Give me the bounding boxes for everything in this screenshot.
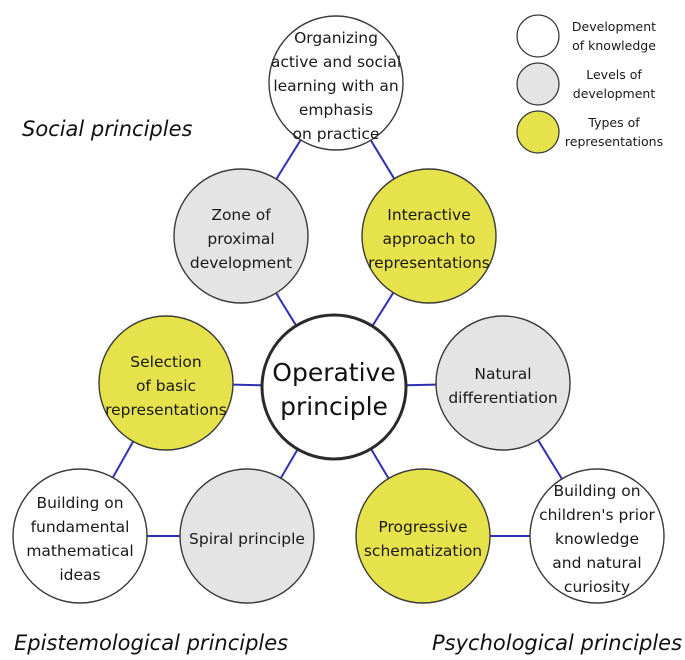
node-progressive: Progressive schematization <box>355 468 491 604</box>
node-circle <box>268 15 404 151</box>
node-label-line: on practice <box>293 125 380 143</box>
center-label-line: principle <box>280 392 388 421</box>
node-label: Organizing active and social learning with… <box>271 29 401 143</box>
node-circle <box>361 168 497 304</box>
node-zone: Zone of proximal development <box>173 168 309 304</box>
section-label-social: Social principles <box>22 117 193 141</box>
center-label-line: Operative <box>272 358 395 387</box>
node-label-line: Building on <box>36 494 123 512</box>
node-label: Spiral principle <box>189 530 305 548</box>
node-label-line: active and social <box>271 53 401 71</box>
node-label: Interactive approach to representations <box>368 206 490 272</box>
node-label-line: Spiral principle <box>189 530 305 548</box>
section-label-psychological: Psychological principles <box>432 631 682 655</box>
section-label-epistemological: Epistemological principles <box>14 631 288 655</box>
legend-label-line: of knowledge <box>572 38 656 53</box>
node-label: Natural differentiation <box>448 365 557 407</box>
node-label-line: emphasis <box>299 101 373 119</box>
connector-natural_diff-building_children <box>537 439 563 480</box>
node-label-line: of basic <box>136 377 196 395</box>
legend-label-line: Levels of <box>586 67 642 82</box>
center-label: Operative principle <box>272 358 395 421</box>
connector-zone-center <box>275 292 298 327</box>
legend-item-knowledge: Development of knowledge <box>516 14 656 58</box>
node-label-line: learning with an <box>273 77 398 95</box>
node-interactive: Interactive approach to representations <box>361 168 497 304</box>
node-label-line: mathematical <box>26 542 133 560</box>
node-selection: Selection of basic representations <box>98 315 234 451</box>
legend-item-levels: Levels of development <box>516 62 656 106</box>
node-label-line: schematization <box>364 542 482 560</box>
center-circle <box>260 313 408 461</box>
node-label-line: representations <box>105 401 227 419</box>
node-circle <box>529 468 665 604</box>
node-label: Building on children's prior knowledge and … <box>539 482 655 596</box>
node-label-line: Interactive <box>387 206 471 224</box>
legend-label: Levels of development <box>573 67 656 101</box>
node-label-line: Zone of <box>211 206 271 224</box>
connector-organizing-zone <box>275 139 302 180</box>
node-label: Zone of proximal development <box>190 206 292 272</box>
node-label-line: representations <box>368 254 490 272</box>
node-label-line: Organizing <box>294 29 378 47</box>
principle-nodes: Organizing active and social learning with… <box>12 15 665 604</box>
node-label-line: and natural <box>552 554 642 572</box>
connector-spiral-center <box>279 448 299 479</box>
connector-natural_diff-center <box>405 383 437 387</box>
node-circle <box>435 315 571 451</box>
node-natural-diff: Natural differentiation <box>435 315 571 451</box>
legend-item-representations: Types of representations <box>516 110 663 154</box>
node-label-line: Selection <box>130 353 201 371</box>
legend-label: Development of knowledge <box>572 19 656 53</box>
node-label-line: development <box>190 254 292 272</box>
legend-label: Types of representations <box>565 115 663 149</box>
legend-swatch <box>516 14 560 58</box>
legend-label-line: Development <box>572 19 656 34</box>
legend-label-line: Types of <box>587 115 640 130</box>
node-circle <box>355 468 491 604</box>
connector-organizing-interactive <box>369 139 396 180</box>
legend-swatch <box>516 110 560 154</box>
node-label-line: knowledge <box>555 530 639 548</box>
node-label-line: curiosity <box>564 578 630 596</box>
node-label-line: differentiation <box>448 389 557 407</box>
legend-label-line: representations <box>565 134 663 149</box>
node-building-math: Building on fundamental mathematical ideas <box>12 468 148 604</box>
node-circle <box>12 468 148 604</box>
node-label: Building on fundamental mathematical ideas <box>26 494 133 584</box>
node-label-line: ideas <box>59 566 100 584</box>
node-circle <box>179 468 315 604</box>
node-label-line: proximal <box>207 230 274 248</box>
node-circle <box>98 315 234 451</box>
node-label: Selection of basic representations <box>105 353 227 419</box>
node-label-line: Building on <box>553 482 640 500</box>
node-circle <box>173 168 309 304</box>
connector-selection-center <box>232 383 263 387</box>
legend-swatch <box>516 62 560 106</box>
legend-label-line: development <box>573 86 656 101</box>
connector-lines <box>111 139 563 537</box>
node-operative-principle: Operative principle <box>260 313 408 461</box>
connector-selection-building_math <box>111 440 135 479</box>
node-label-line: children's prior <box>539 506 655 524</box>
node-label-line: approach to <box>382 230 475 248</box>
node-spiral: Spiral principle <box>179 468 315 604</box>
node-label-line: Progressive <box>378 518 467 536</box>
node-label-line: Natural <box>474 365 531 383</box>
node-label-line: fundamental <box>31 518 130 536</box>
node-label: Progressive schematization <box>364 518 482 560</box>
connector-progressive-center <box>370 448 390 480</box>
node-building-children: Building on children's prior knowledge and … <box>529 468 665 604</box>
connector-interactive-center <box>371 292 395 327</box>
node-organizing: Organizing active and social learning with… <box>268 15 404 151</box>
